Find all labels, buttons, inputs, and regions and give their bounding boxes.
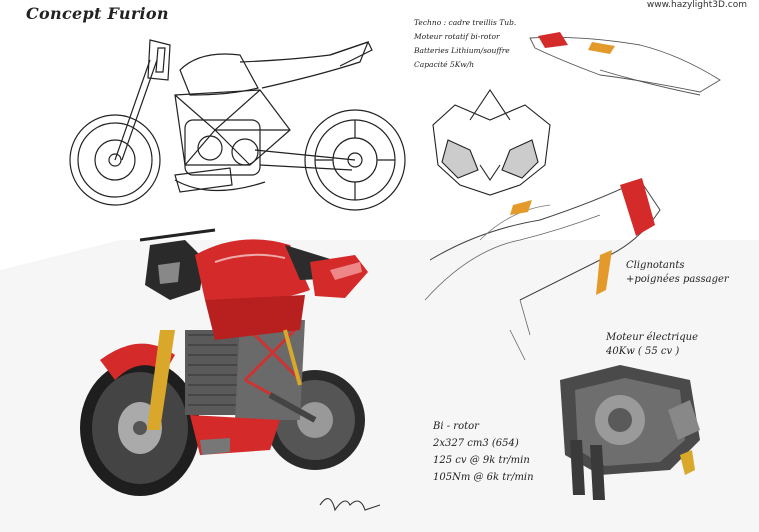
fuel-tank xyxy=(195,239,310,302)
tech-note: Techno : cadre treillis Tub. xyxy=(414,18,517,27)
turn-signal-left xyxy=(510,200,532,215)
motor-power: 40Kw ( 55 cv ) xyxy=(606,346,680,357)
motor-title: Moteur électrique xyxy=(606,332,698,343)
turn-signal-right xyxy=(596,250,612,295)
spec-line: 2x327 cm3 (654) xyxy=(433,438,519,449)
engine-specs: Bi - rotor 2x327 cm3 (654) 125 cv @ 9k t… xyxy=(433,418,534,486)
rear-wheel xyxy=(304,109,406,211)
spec-line: Bi - rotor xyxy=(433,421,479,432)
headlight-front-sketch xyxy=(432,89,551,196)
poignees-label: +poignées passager xyxy=(626,274,729,285)
tech-notes: Techno : cadre treillis Tub. Moteur rota… xyxy=(414,16,516,72)
rotary-engine-render xyxy=(560,365,700,500)
motorcycle-line-sketch xyxy=(69,39,406,211)
tail-light-large xyxy=(620,178,655,236)
clignotants-label: Clignotants xyxy=(626,260,685,271)
tail-sketch-top xyxy=(529,32,721,96)
sheet-title: Concept Furion xyxy=(26,4,169,23)
motorcycle-color-render xyxy=(80,228,368,496)
motor-callout: Moteur électrique 40Kw ( 55 cv ) xyxy=(606,331,698,359)
signature xyxy=(319,498,381,512)
spec-line: 125 cv @ 9k tr/min xyxy=(433,455,530,466)
tech-note: Batteries Lithium/souffre xyxy=(414,46,510,55)
tail-sketch-large xyxy=(424,178,661,361)
spec-line: 105Nm @ 6k tr/min xyxy=(433,472,534,483)
website-watermark: www.hazylight3D.com xyxy=(646,0,747,10)
turn-signal xyxy=(588,42,615,54)
tech-note: Moteur rotatif bi-rotor xyxy=(414,32,500,41)
tail-light xyxy=(538,32,568,48)
turn-signal-callout: Clignotants +poignées passager xyxy=(626,259,729,287)
front-wheel xyxy=(69,114,161,206)
tech-note: Capacité 5Kw/h xyxy=(414,60,475,69)
